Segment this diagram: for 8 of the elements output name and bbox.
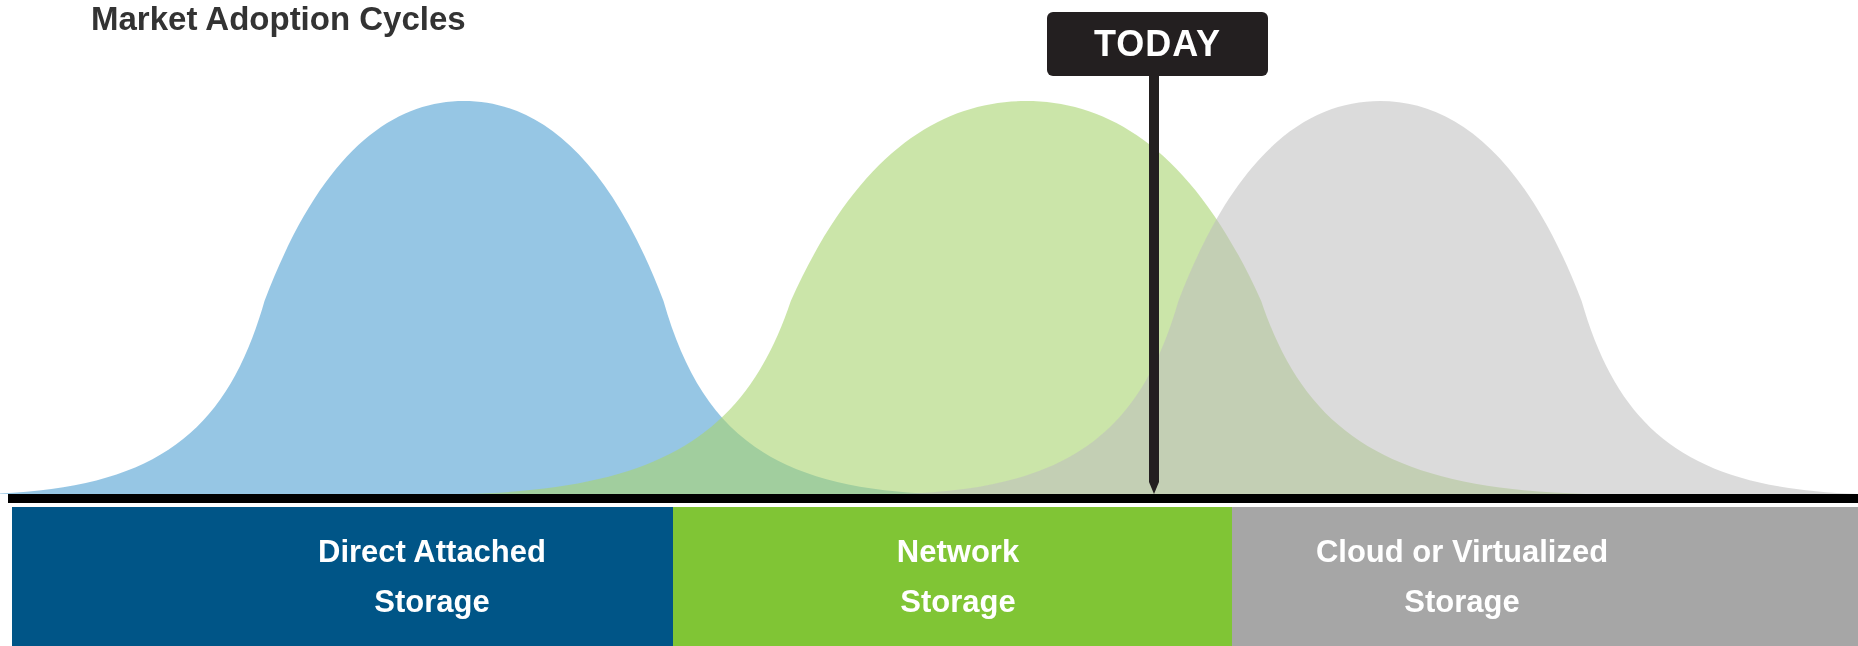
category-bar <box>1232 507 1858 646</box>
category-bar <box>673 507 1232 646</box>
bar-label: Direct Attached Storage <box>317 532 547 621</box>
category-bar <box>12 507 673 646</box>
bar-label: Cloud or Virtualized Storage <box>1314 532 1610 621</box>
bar-label: Network Storage <box>895 532 1021 621</box>
diagram-title: Market Adoption Cycles <box>91 0 466 38</box>
today-sign: TODAY <box>1047 12 1268 76</box>
